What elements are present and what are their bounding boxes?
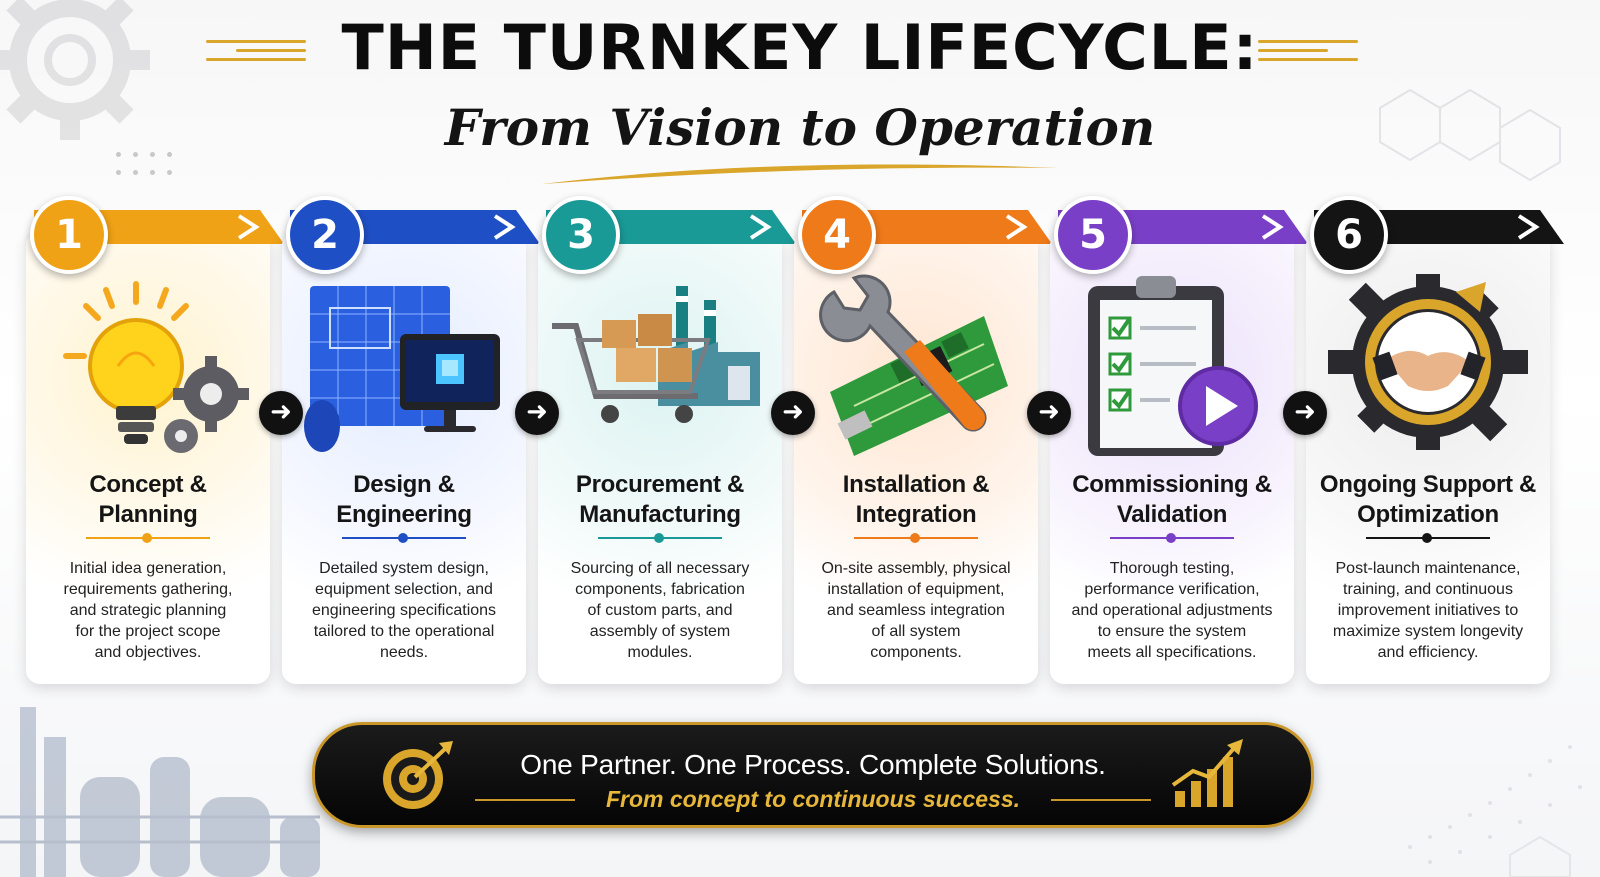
page-title: THE TURNKEY LIFECYCLE:: [341, 11, 1259, 84]
flow-arrow-icon-4: ➜: [1027, 391, 1071, 435]
stage-separator: [854, 533, 978, 543]
background-dots: [110, 148, 178, 184]
tagline-banner: One Partner. One Process. Complete Solut…: [312, 722, 1314, 828]
subtitle-underline: [542, 164, 1058, 184]
gear-handshake-icon: [1328, 274, 1528, 450]
stage-number-badge-6: 6: [1310, 196, 1388, 274]
banner-rule-left: [475, 799, 575, 801]
banner-subline: From concept to continuous success.: [605, 786, 1021, 812]
stage-separator: [1110, 533, 1234, 543]
stage-name: Ongoing Support & Optimization: [1319, 471, 1537, 528]
stage-card-2: Design & Engineering Detailed system des…: [282, 232, 526, 684]
flow-arrow-icon-2: ➜: [515, 391, 559, 435]
stage-separator: [1366, 533, 1490, 543]
stage-card-6: Ongoing Support & Optimization Post-laun…: [1306, 232, 1550, 684]
banner-rule-right: [1051, 799, 1151, 801]
stage-card-4: Installation & Integration On-site assem…: [794, 232, 1038, 684]
background-hexagons: [1379, 88, 1561, 182]
stage-card-5: Commissioning & Validation Thorough test…: [1050, 232, 1294, 684]
blueprint-monitor-icon: [304, 286, 500, 452]
stage-name: Concept & Planning: [89, 471, 207, 528]
title-decoration-right: [1258, 40, 1358, 67]
background-industrial-plant: [0, 707, 320, 877]
stage-number-badge-4: 4: [798, 196, 876, 274]
banner-tagline: One Partner. One Process. Complete Solut…: [520, 749, 1106, 780]
stage-separator: [598, 533, 722, 543]
clipboard-checklist-play-icon: [1088, 276, 1258, 456]
page-subtitle: From Vision to Operation: [444, 98, 1156, 157]
stage-number-badge-1: 1: [30, 196, 108, 274]
stage-card-3: Procurement & Manufacturing Sourcing of …: [538, 232, 782, 684]
stage-separator: [342, 533, 466, 543]
stage-number-badge-5: 5: [1054, 196, 1132, 274]
stage-description: Post-launch maintenance,training, and co…: [1332, 560, 1524, 661]
stage-name: Installation & Integration: [842, 471, 990, 528]
stage-number-badge-3: 3: [542, 196, 620, 274]
target-arrow-icon: [383, 741, 453, 809]
lightbulb-gears-icon: [63, 281, 249, 453]
flow-arrow-icon-1: ➜: [259, 391, 303, 435]
stage-number-badge-2: 2: [286, 196, 364, 274]
background-dot-wave: [1408, 745, 1582, 877]
flow-arrow-icon-3: ➜: [771, 391, 815, 435]
cart-factory-icon: [552, 286, 760, 423]
growth-chart-icon: [1171, 739, 1243, 807]
stage-name: Commissioning & Validation: [1072, 471, 1272, 528]
title-decoration-left: [206, 40, 306, 67]
flow-arrow-icon-5: ➜: [1283, 391, 1327, 435]
stage-description: Initial idea generation,requirements gat…: [63, 560, 233, 661]
stage-name: Procurement & Manufacturing: [575, 471, 745, 528]
stage-card-1: Concept & Planning Initial idea generati…: [26, 232, 270, 684]
stage-description: Detailed system design,equipment selecti…: [311, 560, 497, 661]
stage-separator: [86, 533, 210, 543]
background-gear-icon: [0, 0, 150, 140]
wrench-circuit-board-icon: [819, 274, 1008, 456]
stage-name: Design & Engineering: [336, 471, 472, 528]
stage-description: Thorough testing,performance verificatio…: [1071, 560, 1273, 661]
